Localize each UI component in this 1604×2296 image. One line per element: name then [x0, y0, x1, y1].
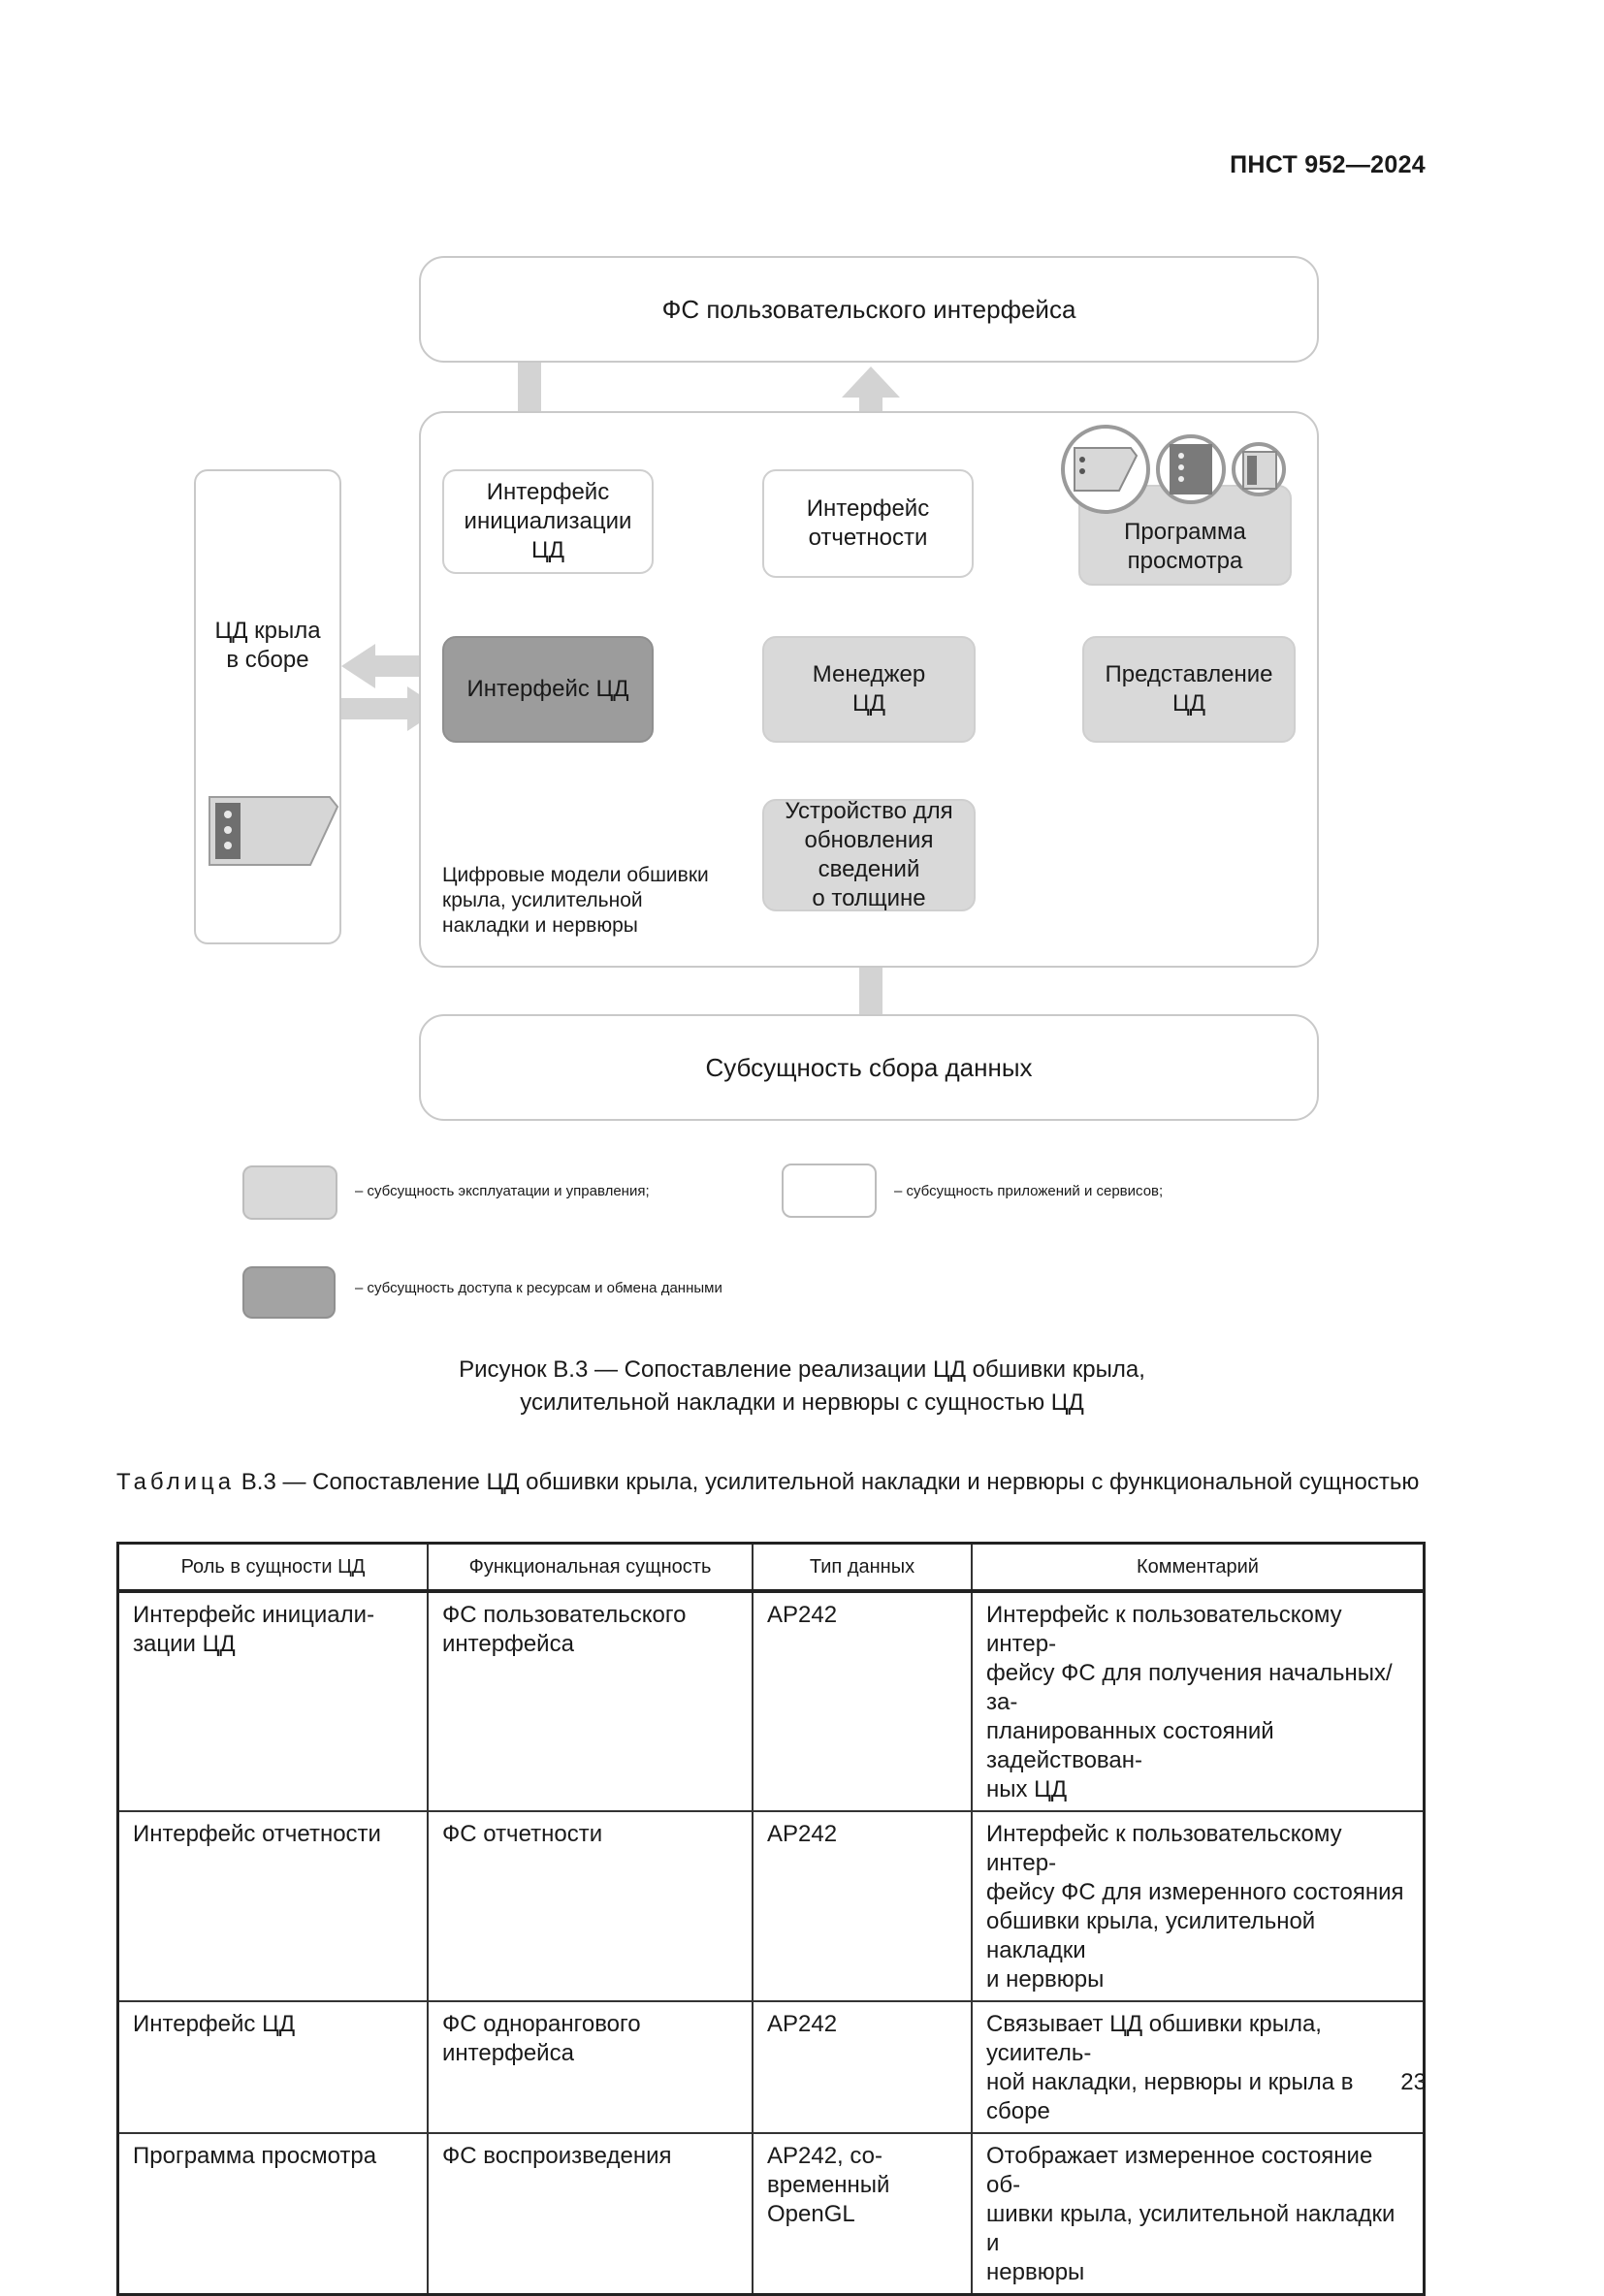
wing-panel-icon [209, 796, 339, 866]
table-row: Интерфейс ЦД ФС одноранговог​о интерфейс… [116, 2000, 1426, 2134]
table-cell: Связывает ЦД обшивки крыла, усиитель- но… [971, 2000, 1426, 2134]
table-title-text: В.3 — Сопоставление ЦД обшивки крыла, ус… [235, 1469, 1420, 1495]
table-cell: Отображает измеренное состояние об- шивк… [971, 2132, 1426, 2296]
table-cell: AP242, со- временный OpenGL [752, 2132, 973, 2296]
table-title: Таблица В.3 — Сопоставление ЦД обшивки к… [116, 1468, 1426, 1497]
table-row: Интерфейс инициали- зации ЦД ФС пользова… [116, 1590, 1426, 1812]
ui-fs-box: ФС пользовательского интерфейса [419, 256, 1319, 363]
report-interface-box: Интерфейс отчетности [762, 469, 974, 578]
legend-swatch-apps [782, 1164, 877, 1218]
figure-caption-line1: Рисунок В.3 — Сопоставление реализации Ц… [459, 1356, 1145, 1383]
legend-text-access: – субсущность доступа к ресурсам и обмен… [355, 1280, 722, 1296]
dt-interface-label: Интерфейс ЦД [466, 676, 629, 702]
table-title-prefix: Таблица [116, 1469, 236, 1495]
init-interface-box: Интерфейс инициализации ЦД [442, 469, 654, 574]
figure-caption: Рисунок В.3 — Сопоставление реализации Ц… [252, 1354, 1352, 1419]
dt-representation-label: Представление ЦД [1105, 661, 1273, 717]
dt-manager-box: Менеджер ЦД [762, 636, 976, 743]
document-code: ПНСТ 952—2024 [1230, 151, 1426, 178]
table-cell: ФС отчетности [427, 1810, 754, 2002]
figure-caption-line2: усилительной накладки и нервюры с сущнос… [520, 1389, 1084, 1416]
table-cell: Интерфейс к пользовательскому интер- фей… [971, 1810, 1426, 2002]
legend-text-apps: – субсущность приложений и сервисов; [894, 1183, 1164, 1199]
viewer-thumbnails-icon [1061, 425, 1286, 514]
table-cell: AP242 [752, 1590, 973, 1812]
viewer-label: Программа просмотра [1124, 519, 1246, 574]
data-collection-label: Субсущность сбора данных [705, 1053, 1033, 1082]
dt-representation-box: Представление ЦД [1082, 636, 1296, 743]
table-cell: AP242 [752, 2000, 973, 2134]
column-header-data-type: Тип данных [752, 1542, 973, 1593]
report-interface-label: Интерфейс отчетности [806, 495, 930, 551]
table-header-row: Роль в сущности ЦД Функциональная сущнос… [116, 1542, 1426, 1593]
legend-swatch-ops [242, 1165, 337, 1220]
wing-assembly-box: ЦД крыла в сборе [194, 469, 341, 944]
init-interface-label: Интерфейс инициализации ЦД [464, 479, 632, 563]
table-cell: Интерфейс к пользовательскому интер- фей… [971, 1590, 1426, 1812]
dt-interface-box: Интерфейс ЦД [442, 636, 654, 743]
table-cell: AP242 [752, 1810, 973, 2002]
column-header-comment: Комментарий [971, 1542, 1426, 1593]
table-cell: ФС воспроизведения [427, 2132, 754, 2296]
legend-text-ops: – субсущность эксплуатации и управления; [355, 1183, 650, 1199]
legend-swatch-access [242, 1266, 336, 1319]
table-row: Интерфейс отчетности ФС отчетности AP242… [116, 1810, 1426, 2002]
ui-fs-label: ФС пользовательского интерфейса [661, 295, 1076, 324]
data-collection-box: Субсущность сбора данных [419, 1014, 1319, 1121]
table-cell: Программа просмотра [116, 2132, 429, 2296]
table-row: Программа просмотра ФС воспроизведения A… [116, 2132, 1426, 2296]
page-number: 23 [1400, 2069, 1427, 2095]
wing-assembly-label: ЦД крыла в сборе [214, 618, 321, 673]
table-cell: Интерфейс инициали- зации ЦД [116, 1590, 429, 1812]
thickness-updater-box: Устройство для обновления сведений о тол… [762, 798, 976, 911]
models-note: Цифровые модели обшивки крыла, усилитель… [442, 864, 709, 937]
table-cell: ФС одноранговог​о интерфейса [427, 2000, 754, 2134]
table-cell: Интерфейс ЦД [116, 2000, 429, 2134]
table-cell: ФС пользовательского интерфейса [427, 1590, 754, 1812]
table-cell: Интерфейс отчетности [116, 1810, 429, 2002]
column-header-functional-entity: Функциональная сущность [427, 1542, 754, 1593]
column-header-role: Роль в сущности ЦД [116, 1542, 429, 1593]
thickness-updater-label: Устройство для обновления сведений о тол… [785, 798, 953, 911]
mapping-table: Роль в сущности ЦД Функциональная сущнос… [116, 1542, 1426, 2296]
dt-manager-label: Менеджер ЦД [812, 661, 926, 717]
